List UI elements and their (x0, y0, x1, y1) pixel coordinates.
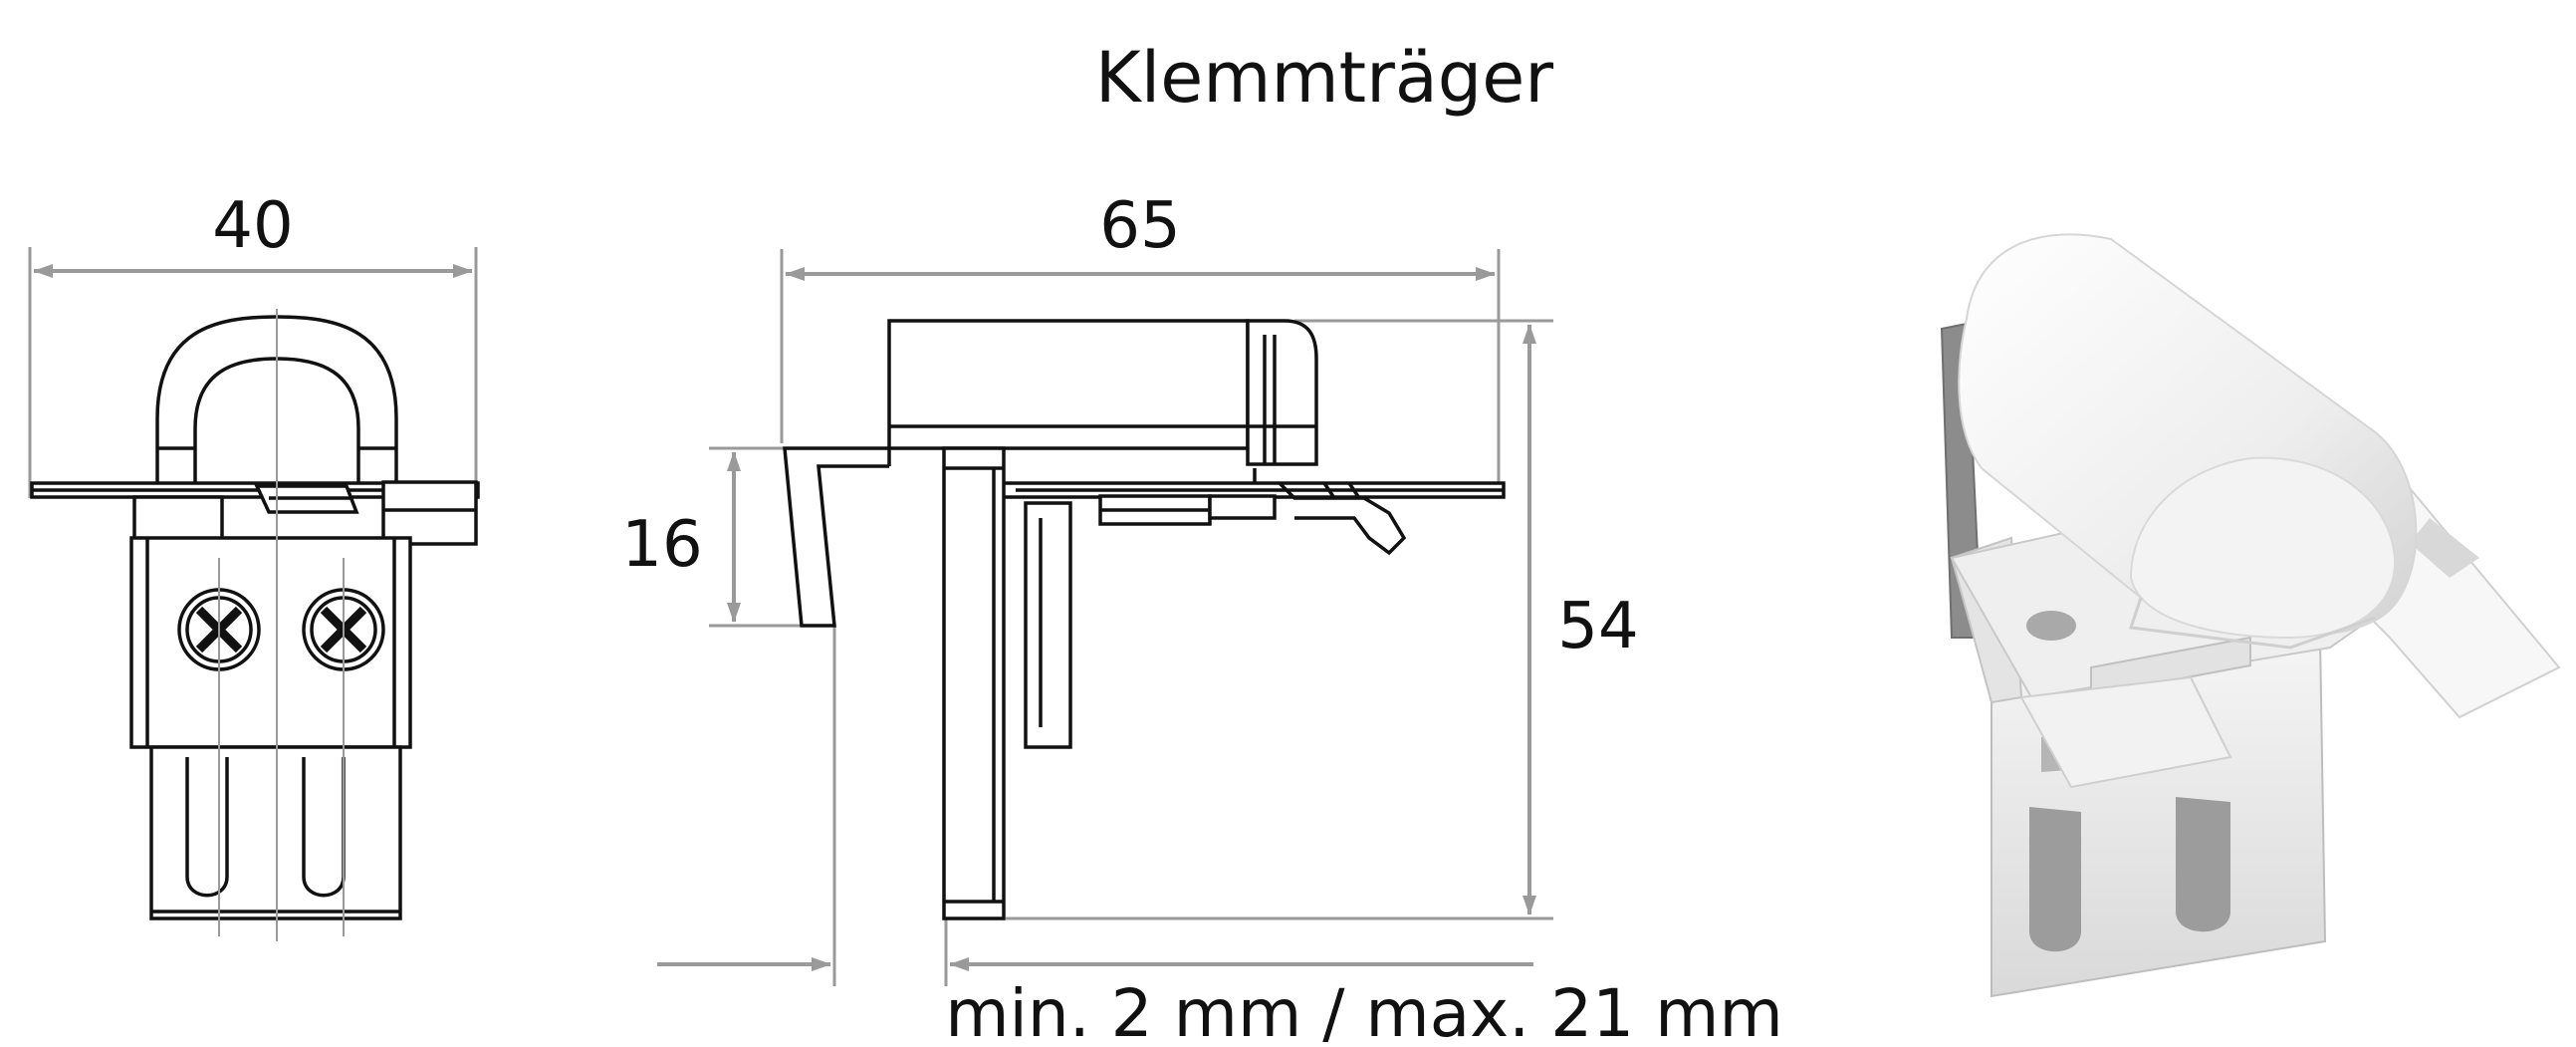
title: Klemmträger (1095, 37, 1553, 119)
range-label: min. 2 mm / max. 21 mm (945, 975, 1782, 1043)
clamp-height-label: 16 (621, 508, 702, 582)
range-dimension (657, 626, 1533, 986)
front-width-dimension (28, 247, 478, 498)
product-image (1940, 233, 2561, 998)
height-label: 54 (1557, 590, 1638, 663)
side-width-dimension (780, 249, 1501, 490)
side-view: 65 16 54 min. 2 mm / max. 21 mm (621, 189, 1782, 1047)
front-bracket-drawing (30, 315, 480, 920)
front-view: 40 (28, 189, 480, 941)
side-width-label: 65 (1099, 189, 1180, 263)
height-dimension (1006, 319, 1553, 920)
side-bracket-drawing (783, 319, 1506, 920)
front-width-label: 40 (212, 189, 293, 263)
clamp-height-dimension (709, 446, 826, 628)
